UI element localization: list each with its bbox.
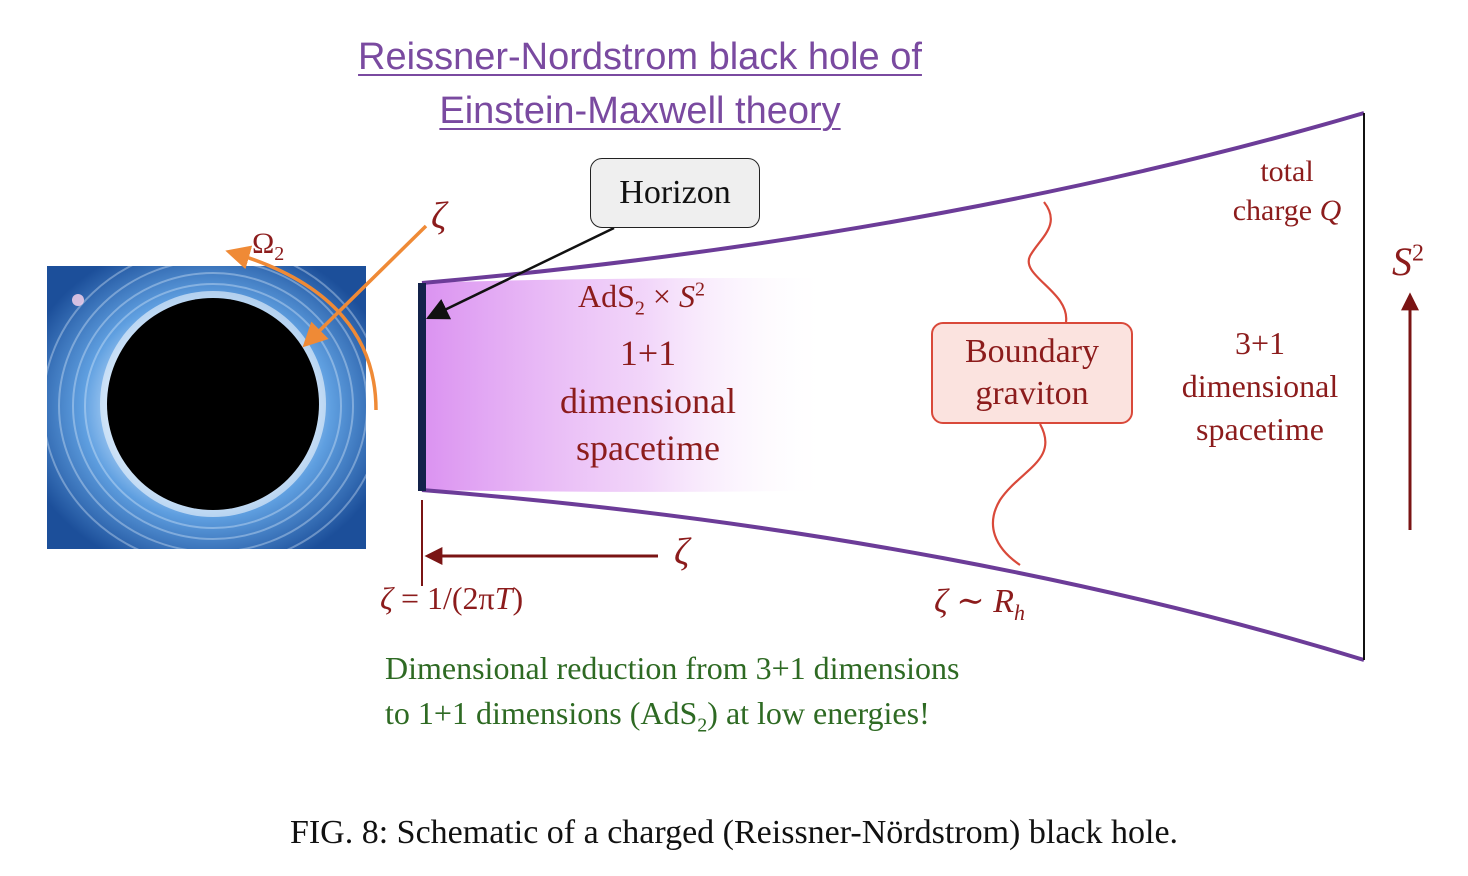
zeta-horizon-value-label: ζ = 1/(2πT)	[380, 580, 524, 616]
inner-spacetime-label: 1+1 dimensional spacetime	[560, 333, 736, 469]
boundary-graviton-line-1: Boundary	[964, 332, 1100, 370]
upper-boundary-curve	[421, 111, 1365, 285]
outer-spacetime-label: 3+1 dimensional spacetime	[1181, 325, 1339, 448]
title-line-1: Reissner-Nordstrom black hole of	[358, 36, 922, 78]
s2-label: S2	[1392, 239, 1424, 284]
graviton-wave-upper	[1027, 201, 1068, 323]
horizon-bar	[418, 283, 426, 491]
zeta-top-label: ζ	[431, 195, 447, 237]
black-hole-image	[47, 266, 366, 549]
horizon-pointer	[425, 226, 615, 320]
horizon-label: Horizon	[619, 174, 731, 211]
zeta-arrow-label: ζ	[674, 531, 690, 573]
dimensional-reduction-text: Dimensional reduction from 3+1 dimension…	[385, 650, 960, 737]
figure-caption: FIG. 8: Schematic of a charged (Reissner…	[289, 814, 1179, 851]
total-charge-label: total charge Q	[1232, 155, 1342, 227]
zeta-arrow-into-hole	[302, 224, 428, 348]
zeta-rh-label: ζ ∼ Rh	[934, 583, 1026, 625]
omega-arc	[225, 245, 378, 411]
omega-2-label: Ω2	[252, 227, 285, 265]
boundary-graviton-box: Boundary graviton	[931, 322, 1133, 424]
title-line-2: Einstein-Maxwell theory	[439, 90, 841, 132]
boundary-graviton-line-2: graviton	[975, 375, 1089, 412]
ads2-s2-label: AdS2 × S2	[578, 278, 705, 320]
graviton-wave-lower	[991, 423, 1047, 566]
lower-boundary-curve	[421, 488, 1365, 662]
ads2-region	[422, 278, 830, 492]
horizon-label-box: Horizon	[590, 158, 760, 228]
